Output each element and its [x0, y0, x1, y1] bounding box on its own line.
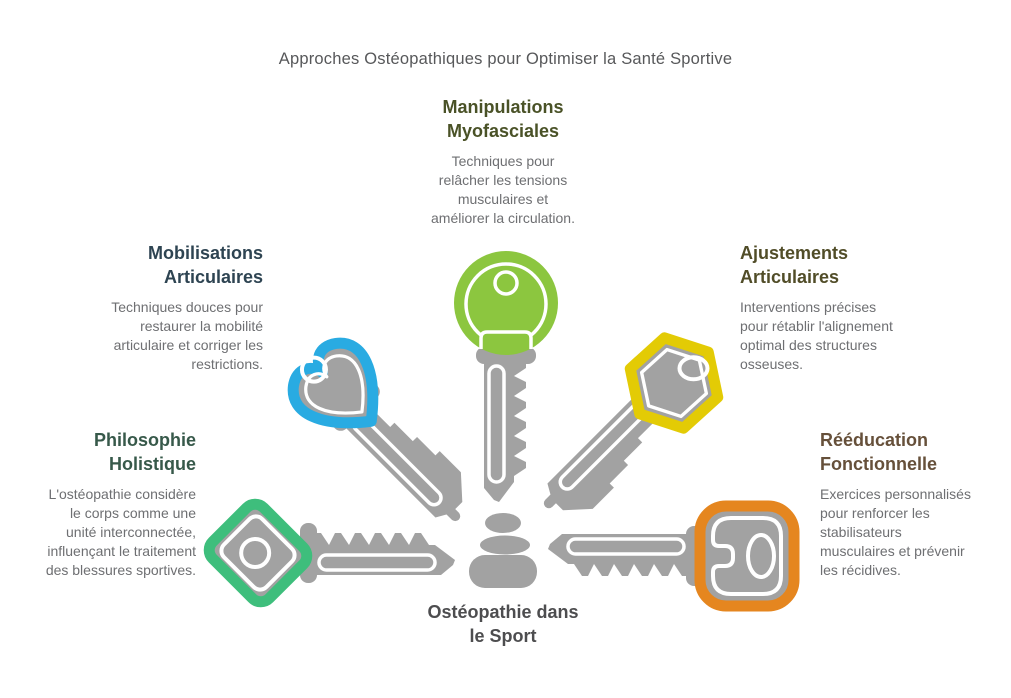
key-head-inner-ring [304, 354, 365, 415]
section-heading: Philosophie Holistique [93, 430, 196, 474]
stacked-stones-icon [469, 513, 537, 588]
keyhole-icon [299, 355, 328, 384]
section-heading: Ostéopathie dans le Sport [427, 602, 579, 646]
section-philosophie: Philosophie Holistique L'ostéopathie con… [0, 428, 196, 580]
section-manipulations: Manipulations Myofasciales Techniques po… [383, 95, 623, 228]
key-head-inner-ring [219, 514, 297, 592]
key-icon-ajustements [527, 332, 724, 535]
section-body: Techniques pour relâcher les tensions mu… [431, 153, 575, 226]
key-icon-reeducation [546, 500, 800, 612]
keyhole-icon [746, 533, 776, 579]
key-head [203, 498, 313, 608]
section-center-label: Ostéopathie dans le Sport [383, 600, 623, 648]
section-body: Exercices personnalisés pour renforcer l… [820, 486, 971, 578]
key-head-notch [479, 330, 533, 349]
diagram-title: Approches Ostéopathiques pour Optimiser … [278, 50, 733, 68]
section-heading: Mobilisations Articulaires [147, 243, 263, 287]
section-body: Interventions précises pour rétablir l'a… [740, 299, 893, 372]
section-heading: Rééducation Fonctionnelle [820, 430, 937, 474]
section-ajustements: Ajustements Articulaires Interventions p… [740, 241, 980, 374]
section-mobilisations: Mobilisations Articulaires Techniques do… [23, 241, 263, 374]
keyhole-icon [493, 270, 519, 296]
section-body: L'ostéopathie considère le corps comme u… [45, 486, 196, 578]
section-body: Techniques douces pour restaurer la mobi… [111, 299, 263, 372]
key-icon-philosophie [203, 498, 457, 608]
section-heading: Manipulations Myofasciales [442, 97, 564, 141]
key-head [454, 251, 558, 355]
section-reeducation: Rééducation Fonctionnelle Exercices pers… [820, 428, 1011, 580]
section-heading: Ajustements Articulaires [740, 243, 849, 287]
key-icon-mobilisations [287, 337, 487, 538]
key-head-inner-ring [711, 516, 783, 596]
key-icon-manipulations [454, 251, 558, 504]
keyhole-icon [677, 355, 710, 382]
keyhole-icon [239, 537, 272, 569]
